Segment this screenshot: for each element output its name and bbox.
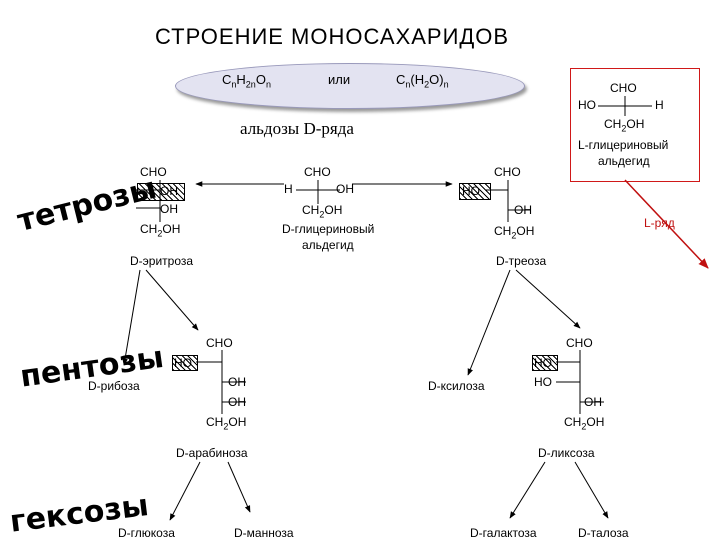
l-glyc-name-1: L-глицериновый (578, 138, 669, 152)
d-glyc-oh: OH (336, 182, 354, 196)
formula-or: или (328, 72, 351, 87)
d-glyc-h: H (284, 182, 293, 196)
threose-ch2oh: CH2OH (494, 224, 535, 241)
lyxose-ch2oh: CH2OH (564, 415, 605, 432)
d-glyc-name-2: альдегид (302, 238, 354, 252)
arabinose-ch2oh: CH2OH (206, 415, 247, 432)
threose-ho-highlight (459, 183, 491, 200)
l-glyc-h: H (655, 98, 664, 112)
arabinose-ho: HO (174, 356, 192, 370)
general-formula: CnH2nOn (222, 72, 271, 90)
l-glyc-ho: HO (578, 98, 596, 112)
threose-name: D-треоза (496, 254, 547, 268)
l-series-label: L-ряд (644, 216, 675, 230)
threose-cho: CHO (494, 165, 521, 179)
d-glyc-ch2oh: CH2OH (302, 203, 343, 220)
l-glyc-name-2: альдегид (598, 154, 650, 168)
alt-formula: Cn(H2O)n (396, 72, 449, 90)
threose-ho: HO (462, 184, 480, 198)
arabinose-name: D-арабиноза (176, 446, 248, 460)
l-glyceraldehyde-box (570, 68, 700, 182)
lyxose-ho-2: HO (534, 375, 552, 389)
lyxose-name: D-ликсоза (538, 446, 595, 460)
erythrose-oh-highlight (137, 183, 185, 201)
talose-name: D-талоза (578, 526, 629, 540)
lyxose-ho-1: HO (534, 356, 552, 370)
l-glyc-cho: CHO (610, 81, 637, 95)
arabinose-oh-1: OH (228, 375, 246, 389)
ribose-name: D-рибоза (88, 379, 140, 393)
erythrose-name: D-эритроза (130, 254, 194, 268)
formula-oval (175, 63, 525, 109)
arabinose-oh-2: OH (228, 395, 246, 409)
erythrose-oh-1: OH (160, 184, 178, 198)
l-glyc-ch2oh: CH2OH (604, 117, 645, 134)
lyxose-cho: CHO (566, 336, 593, 350)
erythrose-ch2oh: CH2OH (140, 222, 181, 239)
arabinose-cho: CHO (206, 336, 233, 350)
xylose-name: D-ксилоза (428, 379, 485, 393)
lyxose-oh: OH (584, 395, 602, 409)
erythrose-oh-2: OH (160, 202, 178, 216)
galactose-name: D-галактоза (470, 526, 537, 540)
mannose-name: D-манноза (234, 526, 294, 540)
d-glyc-name-1: D-глицериновый (282, 222, 375, 236)
threose-oh: OH (514, 203, 532, 217)
subtitle-aldoses: альдозы D-ряда (240, 119, 354, 138)
erythrose-cho: CHO (140, 165, 167, 179)
page-title: СТРОЕНИЕ МОНОСАХАРИДОВ (155, 24, 510, 49)
d-glyc-cho: CHO (304, 165, 331, 179)
lyxose-ho-highlight (532, 355, 558, 371)
glucose-name: D-глюкоза (118, 526, 175, 540)
arabinose-ho-highlight (172, 355, 198, 371)
